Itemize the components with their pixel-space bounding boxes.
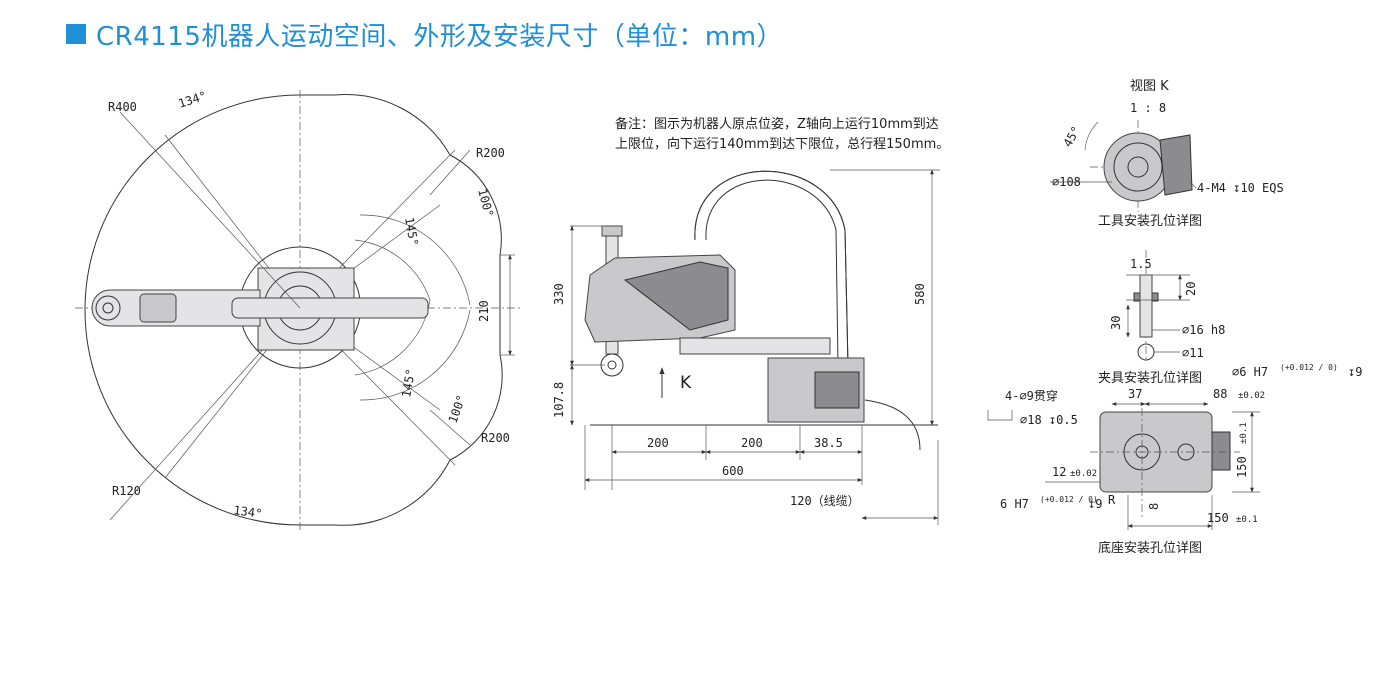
workspace-outer-boundary — [84, 94, 503, 526]
label-100-bottom: 100° — [446, 393, 469, 425]
base-pin-bot: 6 H7 — [1000, 497, 1029, 511]
side-view: 备注：图示为机器人原点位姿，Z轴向上运行10mm到达 上限位，向下运行140mm… — [552, 116, 949, 525]
base-dim-150h-tol: ±0.1 — [1236, 515, 1258, 525]
view-k: 视图 K 1 : 8 45° ∅108 4-M4 ↧10 EQS 工具安装孔位详… — [1050, 79, 1284, 229]
base-dim-150h: 150 — [1207, 511, 1229, 525]
base-dim-8: 8 — [1147, 503, 1161, 510]
label-145-top: 145° — [402, 216, 421, 247]
fixture-caption: 夹具安装孔位详图 — [1098, 371, 1202, 386]
label-r200-bottom: R200 — [481, 431, 510, 445]
base-dim-150v: 150 — [1235, 456, 1249, 478]
label-r200-top: R200 — [476, 146, 505, 160]
workspace-view: R400 134° R200 100° 145° 210 145° 100° R… — [75, 89, 520, 530]
label-r120: R120 — [112, 484, 141, 498]
side-note-line-2: 上限位，向下运行140mm到达下限位，总行程150mm。 — [615, 136, 949, 152]
base-pin-bot-depth: ↧9 — [1088, 497, 1102, 511]
label-dim-600: 600 — [722, 464, 744, 478]
page-title: CR4115机器人运动空间、外形及安装尺寸（单位：mm） — [66, 14, 783, 54]
label-dim-38: 38.5 — [814, 436, 843, 450]
fixture-dia-11: ∅11 — [1182, 346, 1204, 360]
label-dim-107: 107.8 — [552, 382, 566, 418]
side-note-line-1: 备注：图示为机器人原点位姿，Z轴向上运行10mm到达 — [615, 116, 939, 132]
view-k-dia: ∅108 — [1052, 175, 1081, 189]
base-dim-150v-tol: ±0.1 — [1239, 422, 1249, 444]
base-thru: 4-∅9贯穿 — [1005, 388, 1058, 403]
label-angle-top: 134° — [177, 89, 209, 111]
fixture-dia-16: ∅16 h8 — [1182, 323, 1225, 337]
view-k-scale: 1 : 8 — [1130, 101, 1166, 115]
base-pin-top-tol: (+0.012 / 0) — [1280, 363, 1338, 372]
label-100-top: 100° — [475, 187, 496, 219]
base-dim-12: 12 — [1052, 465, 1066, 479]
fixture-shaft — [1139, 274, 1153, 338]
robot-arm-link-2 — [231, 297, 429, 319]
label-k-arrow: K — [680, 373, 692, 393]
fixture-dim-20: 20 — [1184, 282, 1198, 296]
title-marker — [66, 24, 86, 44]
label-dim-120: 120（线缆） — [790, 494, 860, 508]
base-dim-88: 88 — [1213, 387, 1227, 401]
view-k-title: 视图 K — [1130, 79, 1169, 94]
label-dim-210: 210 — [477, 300, 491, 322]
label-dim-200a: 200 — [647, 436, 669, 450]
base-dim-12-tol: ±0.02 — [1070, 469, 1097, 479]
base-dim-37: 37 — [1128, 387, 1142, 401]
label-dim-200b: 200 — [741, 436, 763, 450]
title-text: CR4115机器人运动空间、外形及安装尺寸（单位：mm） — [96, 21, 784, 52]
label-145-bottom: 145° — [399, 368, 418, 399]
label-r400: R400 — [108, 100, 137, 114]
fixture-dim-30: 30 — [1109, 316, 1123, 330]
base-detail: 4-∅9贯穿 ∅18 ↧0.5 ∅6 H7 (+0.012 / 0) ↧9 37… — [987, 363, 1362, 556]
base-pin-top: ∅6 H7 — [1232, 365, 1268, 379]
view-k-holes: 4-M4 ↧10 EQS — [1197, 181, 1284, 195]
base-pin-bot-tol: (+0.012 / 0) — [1040, 495, 1098, 504]
base-caption: 底座安装孔位详图 — [1098, 540, 1202, 556]
label-dim-580: 580 — [913, 283, 927, 305]
fixture-dim-1-5: 1.5 — [1130, 257, 1152, 271]
fixture-detail: 1.5 20 30 ∅16 h8 ∅11 夹具安装孔位详图 — [1098, 250, 1225, 386]
base-dim-88-tol: ±0.02 — [1238, 391, 1265, 401]
base-pin-top-depth: ↧9 — [1348, 365, 1362, 379]
view-k-caption: 工具安装孔位详图 — [1098, 214, 1202, 229]
view-k-angle: 45° — [1060, 124, 1083, 150]
base-cbore: ∅18 ↧0.5 — [1020, 413, 1078, 427]
base-dim-r: R — [1108, 493, 1116, 507]
label-angle-bottom: 134° — [233, 503, 264, 521]
label-dim-330: 330 — [552, 283, 566, 305]
